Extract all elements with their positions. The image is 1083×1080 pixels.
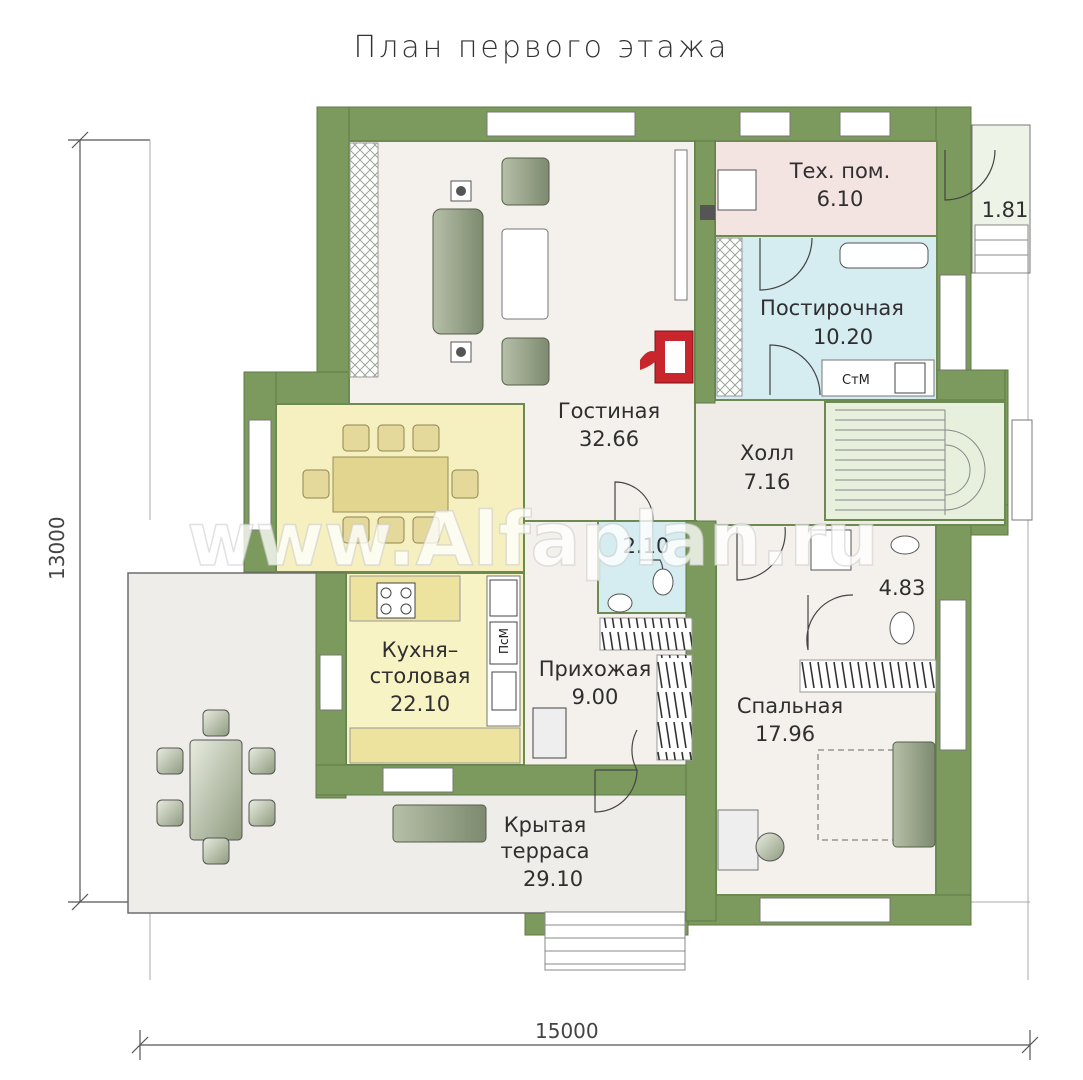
room-name-hall: Холл xyxy=(740,441,794,465)
living-furniture xyxy=(432,149,688,386)
room-name-living: Гостиная xyxy=(558,399,660,423)
plan-title: План первого этажа xyxy=(353,30,730,65)
room-area-terrace: 29.10 xyxy=(523,867,583,891)
room-area-bedroom: 17.96 xyxy=(755,722,815,746)
room-name-kitchen-line2: столовая xyxy=(370,664,471,688)
room-area-wc: 2.10 xyxy=(623,534,670,558)
room-area-laundry: 10.20 xyxy=(813,325,873,349)
bedroom-furniture xyxy=(717,741,936,871)
dishwasher-label: ПсМ xyxy=(497,628,511,654)
staircase xyxy=(835,409,986,515)
porch-steps xyxy=(544,224,1029,971)
terrace-furniture xyxy=(156,709,487,865)
room-area-living: 32.66 xyxy=(579,427,639,451)
dimension-height-label: 13000 xyxy=(45,516,69,580)
fireplace xyxy=(640,330,694,384)
room-name-entry: Прихожая xyxy=(539,657,651,681)
laundry-furniture xyxy=(700,169,935,397)
room-area-bath: 4.83 xyxy=(879,576,926,600)
kitchen-furniture xyxy=(349,575,567,764)
room-name-terrace-line2: терраса xyxy=(500,839,589,863)
room-name-terrace-line1: Крытая xyxy=(504,813,587,837)
dimension-width-label: 15000 xyxy=(535,1019,599,1043)
closets xyxy=(349,142,937,761)
room-area-kitchen: 22.10 xyxy=(390,692,450,716)
room-name-laundry: Постирочная xyxy=(760,296,904,320)
room-area-porch: 1.81 xyxy=(982,198,1029,222)
room-name-kitchen-line1: Кухня– xyxy=(382,638,459,662)
room-area-tech: 6.10 xyxy=(817,187,864,211)
room-area-entry: 9.00 xyxy=(572,685,619,709)
dimension-width xyxy=(131,1030,1039,1060)
bath-fixtures xyxy=(607,529,920,645)
room-name-tech: Тех. пом. xyxy=(789,159,891,183)
room-name-bedroom: Спальная xyxy=(737,694,843,718)
doors xyxy=(594,149,996,813)
washer-label: СтМ xyxy=(842,373,870,388)
watermark: www.Alfaplan.ru xyxy=(187,497,878,583)
room-area-hall: 7.16 xyxy=(744,470,791,494)
room-labels: Тех. пом. 6.10 1.81 Постирочная 10.20 Го… xyxy=(370,159,1029,891)
dining-set xyxy=(302,424,479,544)
